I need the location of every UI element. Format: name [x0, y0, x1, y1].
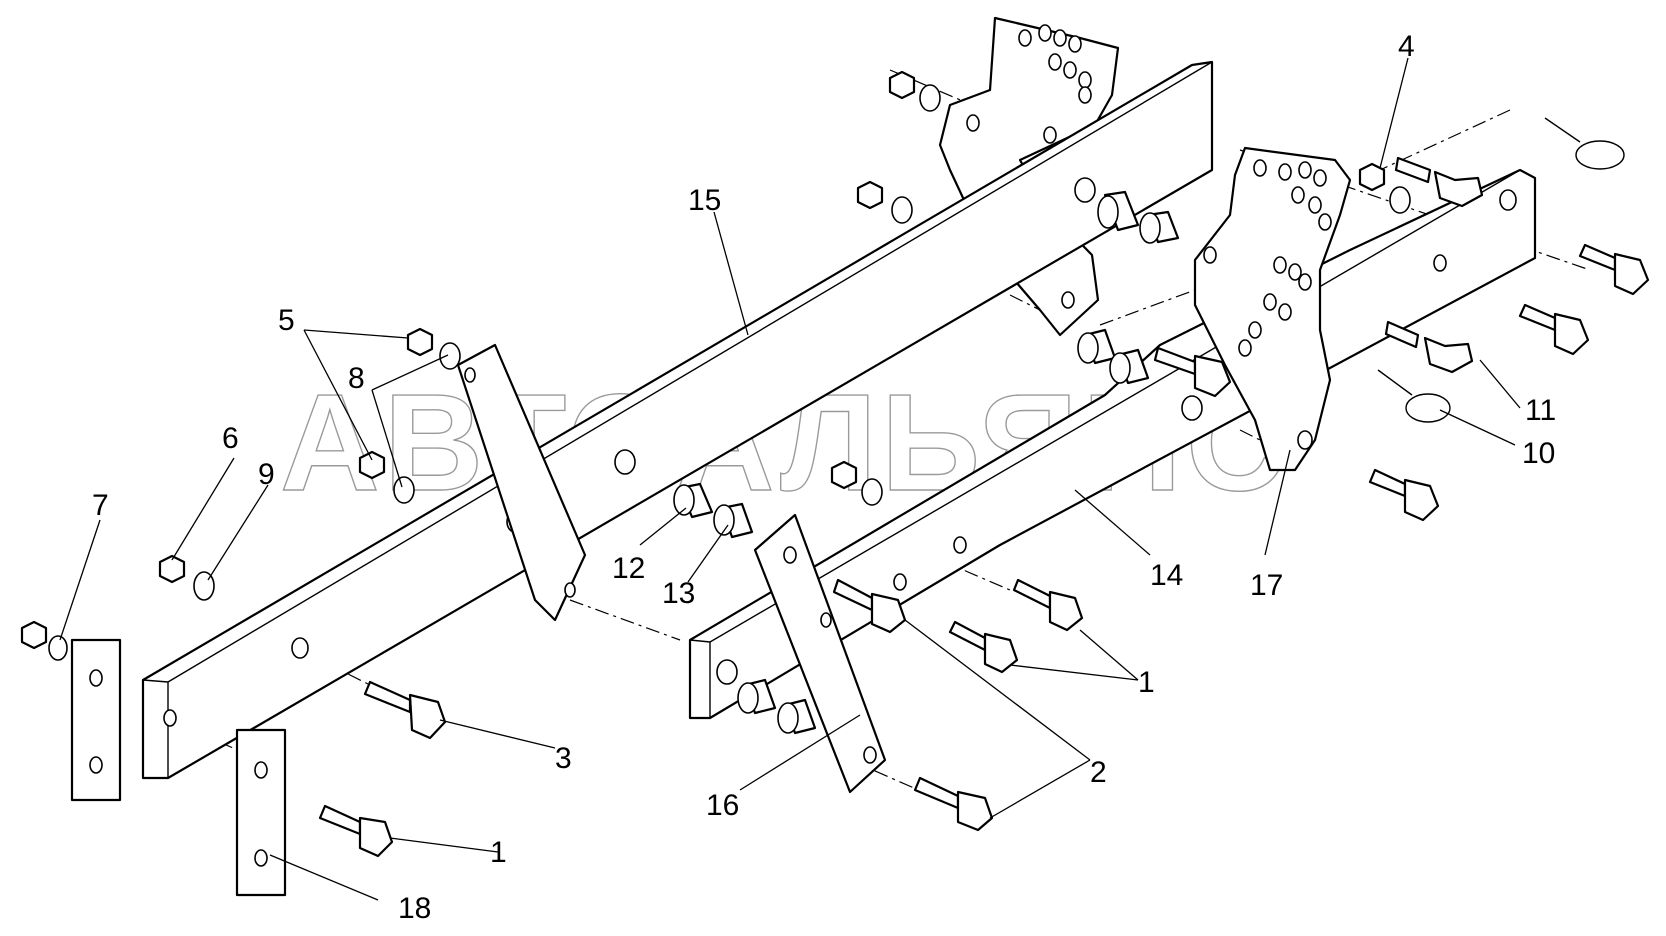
bushings [673, 190, 1180, 735]
callout-15: 15 [688, 184, 721, 217]
callout-3: 3 [555, 742, 572, 775]
callout-11: 11 [1525, 394, 1556, 427]
callout-12: 12 [612, 552, 645, 585]
callout-7: 7 [92, 489, 109, 522]
callout-18: 18 [398, 892, 431, 925]
front-bracket-17 [1193, 146, 1352, 472]
callout-17: 17 [1250, 569, 1283, 602]
pins-and-clips [1377, 117, 1625, 423]
main-beam-15 [141, 60, 1214, 780]
small-plates-18 [70, 638, 287, 897]
callout-6: 6 [222, 422, 239, 455]
callout-9: 9 [258, 458, 275, 491]
callout-4: 4 [1398, 30, 1415, 63]
callout-14: 14 [1150, 559, 1183, 592]
callout-1-bottom: 1 [490, 836, 507, 869]
strap-plates [456, 343, 887, 794]
callout-1-right: 1 [1138, 666, 1155, 699]
callout-10: 10 [1522, 437, 1555, 470]
bolts [318, 243, 1650, 858]
nuts-and-washers [20, 70, 1411, 661]
leader-lines [59, 57, 1521, 901]
callout-8: 8 [348, 362, 365, 395]
callout-labels: 4 15 5 8 6 9 7 11 10 12 13 14 17 1 3 2 1… [92, 30, 1556, 925]
callout-2: 2 [1090, 756, 1107, 789]
callout-16: 16 [706, 789, 739, 822]
callout-5: 5 [278, 304, 295, 337]
callout-13: 13 [662, 577, 695, 610]
